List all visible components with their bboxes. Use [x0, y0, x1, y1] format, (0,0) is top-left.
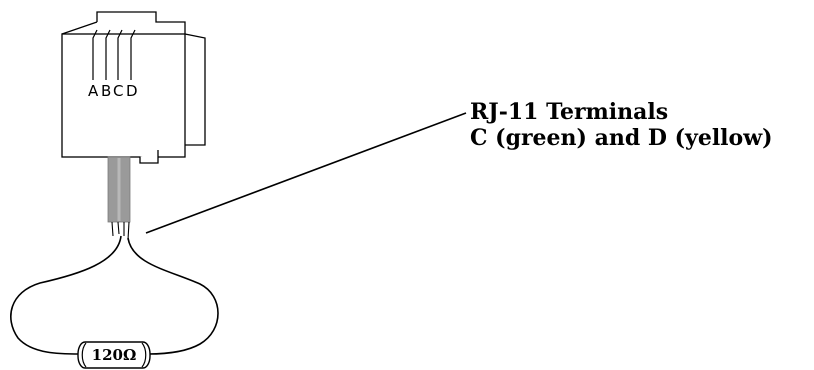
lead-right [127, 237, 219, 355]
lead-left [10, 235, 122, 355]
pin-label-d: D [126, 82, 138, 100]
contact-d [130, 29, 136, 80]
connector-latch [96, 11, 186, 34]
callout-subtitle: C (green) and D (yellow) [470, 125, 773, 151]
resistor-right-cap [141, 342, 147, 368]
connector-contacts [92, 29, 136, 80]
pin-label-a: A [88, 82, 99, 100]
conductor-stubs [111, 221, 130, 241]
contact-a [92, 29, 98, 80]
resistor-left-cap [81, 342, 87, 368]
callout-title: RJ-11 Terminals [470, 99, 668, 125]
callout-leader-line [145, 112, 467, 234]
rj11-connector [61, 11, 206, 164]
resistor-value-label: 120Ω [92, 346, 137, 364]
connector-side-face [184, 33, 206, 146]
resistor-leads [10, 235, 219, 355]
pin-label-c: C [113, 82, 123, 100]
resistor-body [77, 341, 151, 369]
connector-front-face [61, 33, 186, 158]
contact-c [117, 29, 123, 80]
connector-boot [139, 150, 159, 164]
connector-top-bevel [61, 21, 98, 35]
resistor: 120Ω [77, 341, 151, 369]
pin-label-b: B [101, 82, 111, 100]
contact-b [105, 29, 111, 80]
